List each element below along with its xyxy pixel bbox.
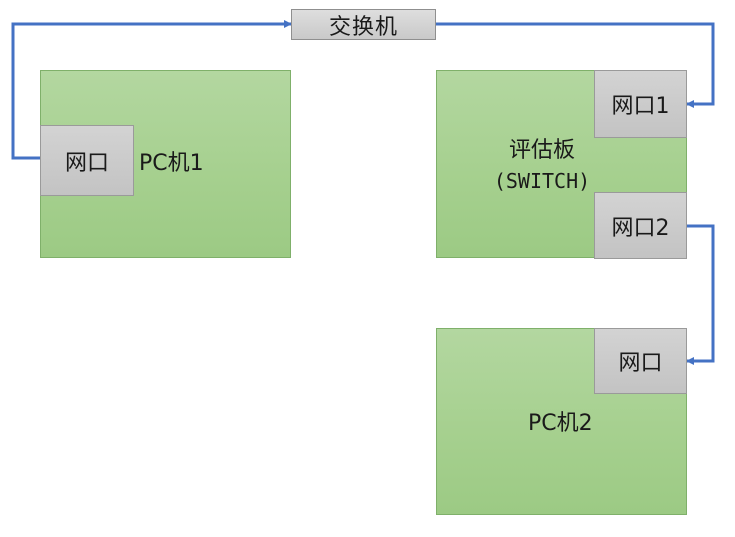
board-label-line1: 评估板 <box>508 138 575 163</box>
board-port2-label: 网口2 <box>611 215 670 241</box>
pc2-label: PC机2 <box>528 411 593 436</box>
board-port1: 网口1 <box>594 70 687 138</box>
pc2-port: 网口 <box>594 328 687 394</box>
pc2-port-label: 网口 <box>618 351 663 376</box>
switch-node: 交换机 <box>291 9 436 40</box>
board-label-line2: (SWITCH) <box>493 169 591 193</box>
pc1-label: PC机1 <box>139 151 204 176</box>
board-port1-label: 网口1 <box>611 94 670 119</box>
switch-label: 交换机 <box>328 14 398 40</box>
pc1-port: 网口 <box>40 125 134 196</box>
board-port2: 网口2 <box>594 192 687 259</box>
pc1-port-label: 网口 <box>64 150 109 176</box>
link-board-port2-pc2 <box>680 222 715 365</box>
